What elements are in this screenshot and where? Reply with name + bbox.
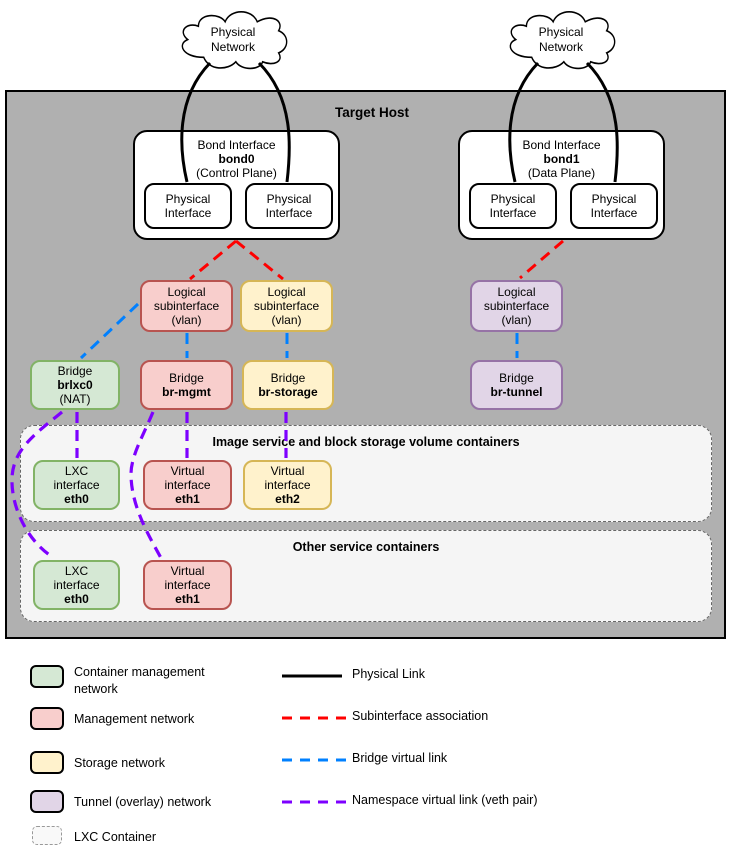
bond-title: Bond Interface [522, 138, 601, 152]
container-band-image-service: Image service and block storage volume c… [20, 425, 712, 522]
iface-name: eth2 [275, 492, 300, 507]
container-band-title: Other service containers [292, 540, 440, 554]
subinterface-label: (vlan) [271, 313, 302, 328]
legend-label: LXC Container [74, 830, 156, 844]
physical-interface-box: Physical Interface [469, 183, 557, 229]
subinterface-label: Logical [167, 284, 206, 299]
legend-label: Physical Link [352, 667, 425, 681]
container-band-other-services: Other service containers [20, 530, 712, 622]
subinterface-label: Logical [497, 284, 536, 299]
legend-label: Bridge virtual link [352, 751, 448, 765]
bond-title: Bond Interface [197, 138, 276, 152]
bridge-label: Bridge [57, 363, 93, 378]
bond-plane: (Control Plane) [196, 166, 277, 181]
subinterface-label: (vlan) [171, 313, 202, 328]
bridge-name: br-tunnel [490, 385, 543, 399]
physical-network-cloud-label: Physical Network [538, 25, 584, 54]
bridge-label: (NAT) [59, 392, 91, 407]
subinterface-label: subinterface [483, 298, 550, 313]
iface-label: interface [164, 577, 211, 592]
subinterface-label: (vlan) [501, 313, 532, 328]
iface-other-eth0-box: LXC interface eth0 [33, 560, 120, 610]
legend-label: Storage network [74, 756, 166, 770]
iface-img-eth2-box: Virtual interface eth2 [243, 460, 332, 510]
iface-img-eth0-box: LXC interface eth0 [33, 460, 120, 510]
physical-network-cloud-label: Physical Network [210, 25, 256, 54]
legend-swatch-management [30, 707, 64, 730]
container-band-title: Image service and block storage volume c… [212, 435, 520, 449]
iface-name: eth1 [175, 592, 200, 607]
bridge-br-mgmt-box: Bridge br-mgmt [140, 360, 233, 410]
bond-plane: (Data Plane) [527, 166, 596, 181]
bridge-brlxc0-box: Bridge brlxc0 (NAT) [30, 360, 120, 410]
iface-label: Virtual [170, 563, 205, 578]
iface-label: LXC [64, 563, 89, 578]
bridge-name: br-storage [258, 385, 318, 399]
iface-label: interface [53, 477, 100, 492]
subinterface-label: subinterface [153, 298, 220, 313]
iface-img-eth1-box: Virtual interface eth1 [143, 460, 232, 510]
bridge-br-tunnel-box: Bridge br-tunnel [470, 360, 563, 410]
physical-interface-label: Physical Interface [590, 191, 638, 220]
legend-label: Namespace virtual link (veth pair) [352, 793, 538, 807]
legend-swatch-lxc-container [32, 826, 62, 845]
target-host-title: Target Host [334, 105, 409, 120]
physical-interface-label: Physical Interface [489, 191, 537, 220]
iface-other-eth1-box: Virtual interface eth1 [143, 560, 232, 610]
physical-interface-label: Physical Interface [265, 191, 313, 220]
bridge-label: Bridge [169, 370, 204, 385]
bond-name: bond0 [218, 152, 255, 167]
physical-interface-label: Physical Interface [164, 191, 212, 220]
legend-swatch-container-mgmt [30, 665, 64, 688]
legend-label: Tunnel (overlay) network [74, 795, 212, 809]
bridge-br-storage-box: Bridge br-storage [242, 360, 334, 410]
iface-label: interface [264, 477, 311, 492]
subinterface-storage-box: Logical subinterface (vlan) [240, 280, 333, 332]
iface-label: interface [53, 577, 100, 592]
bridge-name: br-mgmt [162, 385, 211, 399]
bond0-box: Bond Interface bond0 (Control Plane) Phy… [133, 130, 340, 240]
physical-interface-box: Physical Interface [245, 183, 333, 229]
iface-label: interface [164, 477, 211, 492]
iface-name: eth0 [64, 492, 89, 507]
legend-label: Container management network [74, 665, 205, 696]
physical-interface-box: Physical Interface [144, 183, 232, 229]
subinterface-tunnel-box: Logical subinterface (vlan) [470, 280, 563, 332]
legend-swatch-storage [30, 751, 64, 774]
bond1-box: Bond Interface bond1 (Data Plane) Physic… [458, 130, 665, 240]
iface-name: eth1 [175, 492, 200, 507]
bond-name: bond1 [543, 152, 580, 167]
bridge-name: brlxc0 [57, 377, 93, 392]
legend-label: Management network [74, 712, 195, 726]
legend-swatch-tunnel [30, 790, 64, 813]
iface-label: LXC [64, 463, 89, 478]
iface-name: eth0 [64, 592, 89, 607]
legend-label: Subinterface association [352, 709, 489, 723]
iface-label: Virtual [170, 463, 205, 478]
subinterface-label: subinterface [253, 298, 320, 313]
subinterface-label: Logical [267, 284, 306, 299]
physical-interface-box: Physical Interface [570, 183, 658, 229]
iface-label: Virtual [270, 463, 305, 478]
subinterface-mgmt-box: Logical subinterface (vlan) [140, 280, 233, 332]
bridge-label: Bridge [499, 370, 534, 385]
bridge-label: Bridge [270, 370, 306, 385]
